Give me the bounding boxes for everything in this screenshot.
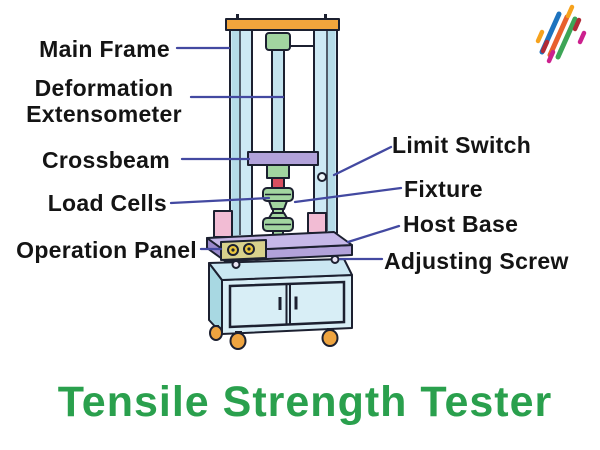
adjusting-screw-right — [330, 255, 340, 264]
label-limit-switch: Limit Switch — [392, 132, 532, 158]
limit-switch-dot — [317, 172, 327, 182]
cabinet — [208, 258, 353, 350]
host-base-slab — [206, 231, 353, 262]
extensometer-rod — [271, 45, 285, 155]
load-cells-leader-line — [169, 196, 271, 205]
label-adjusting-screw: Adjusting Screw — [384, 248, 569, 274]
brand-logo-icon — [535, 4, 587, 64]
screw-top-cap — [265, 32, 291, 51]
cabinet-doors — [228, 280, 346, 329]
label-fixture: Fixture — [404, 176, 483, 202]
label-host-base: Host Base — [403, 211, 519, 237]
fixture-leader-line — [293, 186, 403, 204]
machine-illustration — [206, 14, 353, 350]
leader-lines — [169, 46, 403, 261]
limit-switch-leader-line — [332, 145, 393, 177]
fixture-grips — [262, 187, 294, 240]
label-deformation-line2: Extensometer — [26, 101, 182, 127]
operation-panel-box — [220, 239, 267, 261]
left-buffer-block — [213, 210, 233, 238]
label-operation-panel: Operation Panel — [16, 237, 197, 263]
label-load-cells: Load Cells — [47, 190, 167, 216]
load-cell-stack — [266, 164, 290, 190]
adjusting-screw-left — [231, 260, 241, 269]
label-deformation-line1: Deformation — [34, 75, 174, 101]
top-crossbar — [225, 14, 340, 31]
diagram-title: Tensile Strength Tester — [57, 378, 553, 426]
label-crossbeam: Crossbeam — [42, 147, 170, 173]
main-frame-columns — [229, 27, 338, 238]
label-deformation-extensometer: Deformation Extensometer — [10, 75, 198, 127]
label-main-frame: Main Frame — [39, 36, 170, 62]
right-buffer-block — [307, 212, 327, 234]
crossbeam-beam — [247, 151, 319, 166]
caster-wheels — [209, 325, 339, 350]
host-base-leader-line — [346, 224, 401, 244]
